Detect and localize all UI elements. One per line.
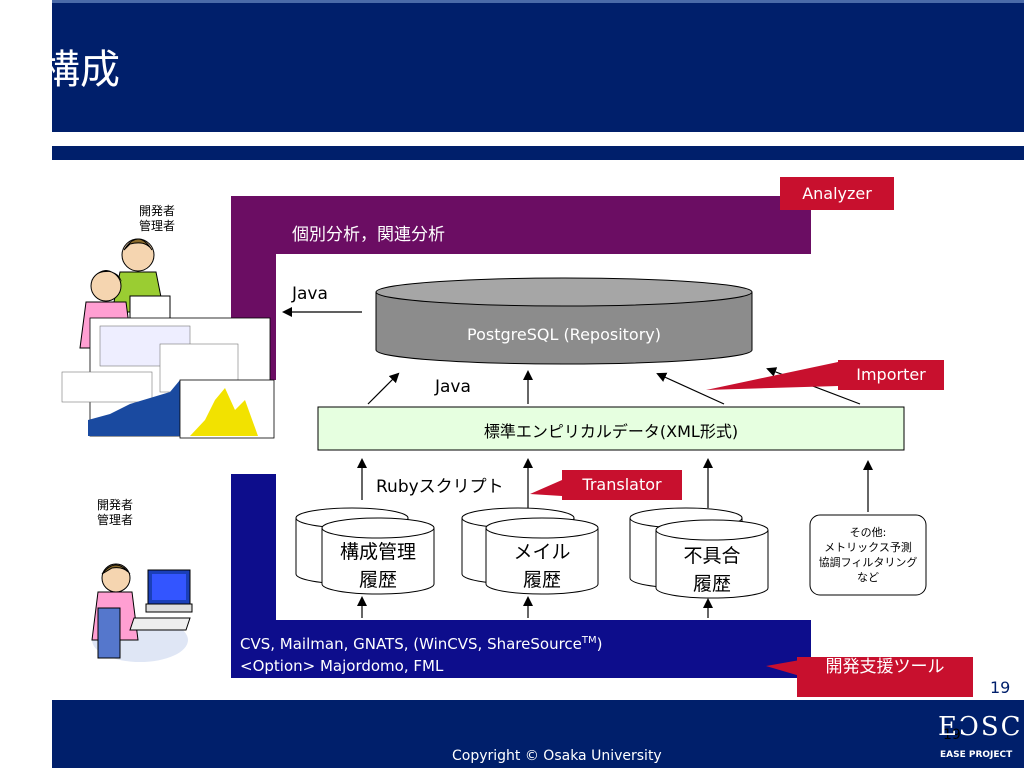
ruby-script-label: Rubyスクリプト <box>376 477 504 497</box>
people-bottom-label: 開発者 管理者 <box>97 498 134 527</box>
config-history-line1: 構成管理 <box>339 541 416 563</box>
others-line1: その他: <box>849 526 887 539</box>
bug-history-line2: 履歴 <box>692 573 731 595</box>
mail-history-line2: 履歴 <box>522 569 561 591</box>
config-history-line2: 履歴 <box>358 569 397 591</box>
analysis-bar <box>231 196 811 254</box>
importer-pointer <box>706 362 838 390</box>
footer-copyright: Copyright © Osaka University <box>452 748 662 764</box>
config-history-label: 構成管理 履歴 <box>322 538 434 594</box>
header-band <box>52 0 1024 132</box>
others-line4: など <box>857 571 879 584</box>
arrow-up-right <box>656 372 725 405</box>
empirical-label: 標準エンピリカルデータ(XML形式) <box>483 422 739 441</box>
people-top-label: 開発者 管理者 <box>139 204 176 233</box>
bug-history-line1: 不具合 <box>683 545 741 567</box>
others-box <box>809 514 927 596</box>
tools-line1-end: ) <box>596 635 603 653</box>
bug-history-label: 不具合 履歴 <box>656 542 768 598</box>
java-below-label: Java <box>435 377 471 397</box>
repository-label: PostgreSQL (Repository) <box>466 325 661 344</box>
translator-tag: Translator <box>562 470 682 500</box>
header-rule <box>52 141 907 146</box>
others-line2: メトリックス予測 <box>824 541 912 554</box>
tools-line2: <Option> Majordomo, FML <box>240 657 444 675</box>
slide-title: 構成 <box>40 47 120 93</box>
analysis-label: 個別分析，関連分析 <box>292 225 445 245</box>
mail-history-label: メイル 履歴 <box>486 538 598 594</box>
mail-history-line1: メイル <box>513 541 571 563</box>
config-history-cylinder <box>295 507 435 595</box>
tools-pointer <box>766 660 800 676</box>
analyzer-tag: Analyzer <box>780 177 894 210</box>
ease-logo-mark: EƆSC <box>938 712 1023 742</box>
header-lower-band <box>52 146 1024 160</box>
others-line3: 協調フィルタリング <box>818 556 918 569</box>
header-top-line <box>52 0 1024 3</box>
others-label: その他: メトリックス予測 協調フィルタリング など <box>810 525 926 585</box>
developer-manager-illustration-top <box>61 238 275 439</box>
tools-bar <box>231 620 811 678</box>
java-left-label: Java <box>292 284 328 304</box>
slide-footer <box>52 700 1024 768</box>
repository-cylinder <box>375 277 753 365</box>
mail-history-cylinder <box>461 507 599 595</box>
bug-history-cylinder <box>629 507 769 599</box>
importer-tag: Importer <box>838 360 944 390</box>
ease-logo-text: EASE PROJECT <box>940 750 1013 760</box>
empirical-box <box>317 406 905 451</box>
dev-tools-tag: 開発支援ツール <box>797 657 973 697</box>
tools-line1: CVS, Mailman, GNATS, (WinCVS, ShareSourc… <box>240 635 582 653</box>
tools-tm: TM <box>581 635 597 646</box>
translator-pointer <box>530 480 562 496</box>
tools-text: CVS, Mailman, GNATS, (WinCVS, ShareSourc… <box>240 630 603 677</box>
developer-manager-illustration-bottom <box>91 563 193 662</box>
arrow-up-left <box>367 372 400 405</box>
footer-page-number: 19 <box>943 727 961 743</box>
page-number: 19 <box>990 678 1011 697</box>
